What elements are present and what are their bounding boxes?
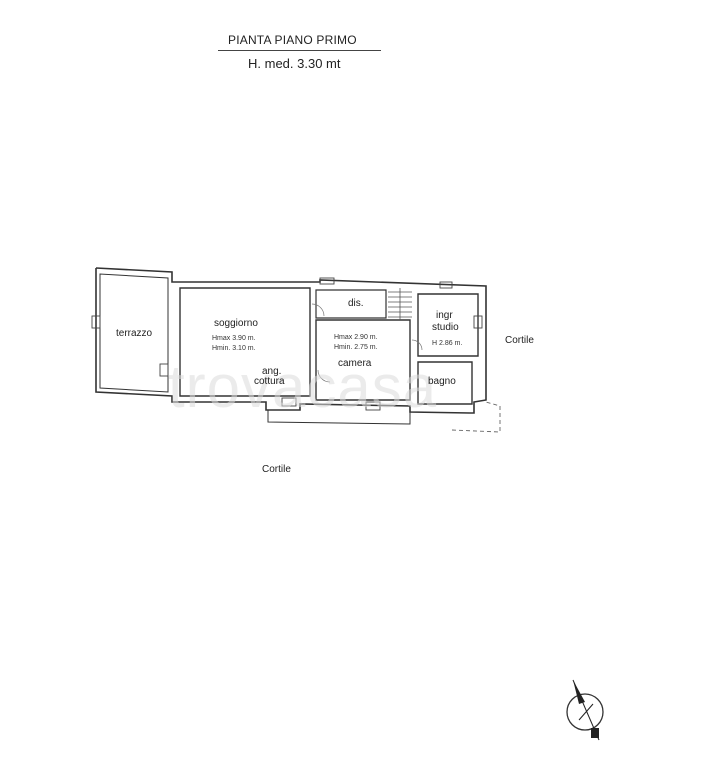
terrazzo-wall — [99, 273, 169, 393]
label-cortile-bottom: Cortile — [262, 464, 291, 475]
door-arcs — [311, 303, 423, 383]
soggiorno-hmin: Hmin. 3.10 m. — [212, 345, 256, 352]
soggiorno-wall — [179, 287, 311, 397]
studio-height: H 2.86 m. — [432, 340, 463, 347]
plan-subtitle: H. med. 3.30 mt — [248, 56, 341, 71]
room-label-terrazzo: terrazzo — [116, 328, 153, 339]
watermark: trovacasa — [168, 353, 438, 420]
room-label-soggiorno: soggiorno — [214, 318, 258, 329]
balcony — [267, 410, 411, 425]
room-label-dis: dis. — [348, 298, 364, 309]
plan-title: PIANTA PIANO PRIMO — [228, 33, 357, 47]
room-label-cottura: cottura — [254, 376, 285, 387]
studio-wall — [417, 293, 479, 357]
courtyard-edge — [451, 401, 501, 433]
outer-wall-bottom — [95, 268, 471, 414]
label-cortile-right: Cortile — [505, 335, 534, 346]
camera-hmin: Hmin. 2.75 m. — [334, 344, 378, 351]
stairs — [388, 288, 412, 320]
dis-wall — [315, 289, 387, 319]
bagno-wall — [417, 361, 473, 405]
soggiorno-hmax: Hmax 3.90 m. — [212, 335, 256, 342]
title-underline — [218, 50, 381, 51]
outer-wall — [95, 267, 487, 414]
camera-hmax: Hmax 2.90 m. — [334, 334, 378, 341]
room-label-camera: camera — [338, 358, 372, 369]
room-label-ang: ang. — [262, 366, 282, 377]
room-label-bagno: bagno — [428, 376, 456, 387]
room-label-studio: studio — [432, 322, 459, 333]
room-label-ingr: ingr — [436, 310, 453, 321]
camera-wall — [315, 319, 411, 401]
window-marks — [91, 277, 483, 411]
north-arrow-icon — [566, 679, 604, 741]
